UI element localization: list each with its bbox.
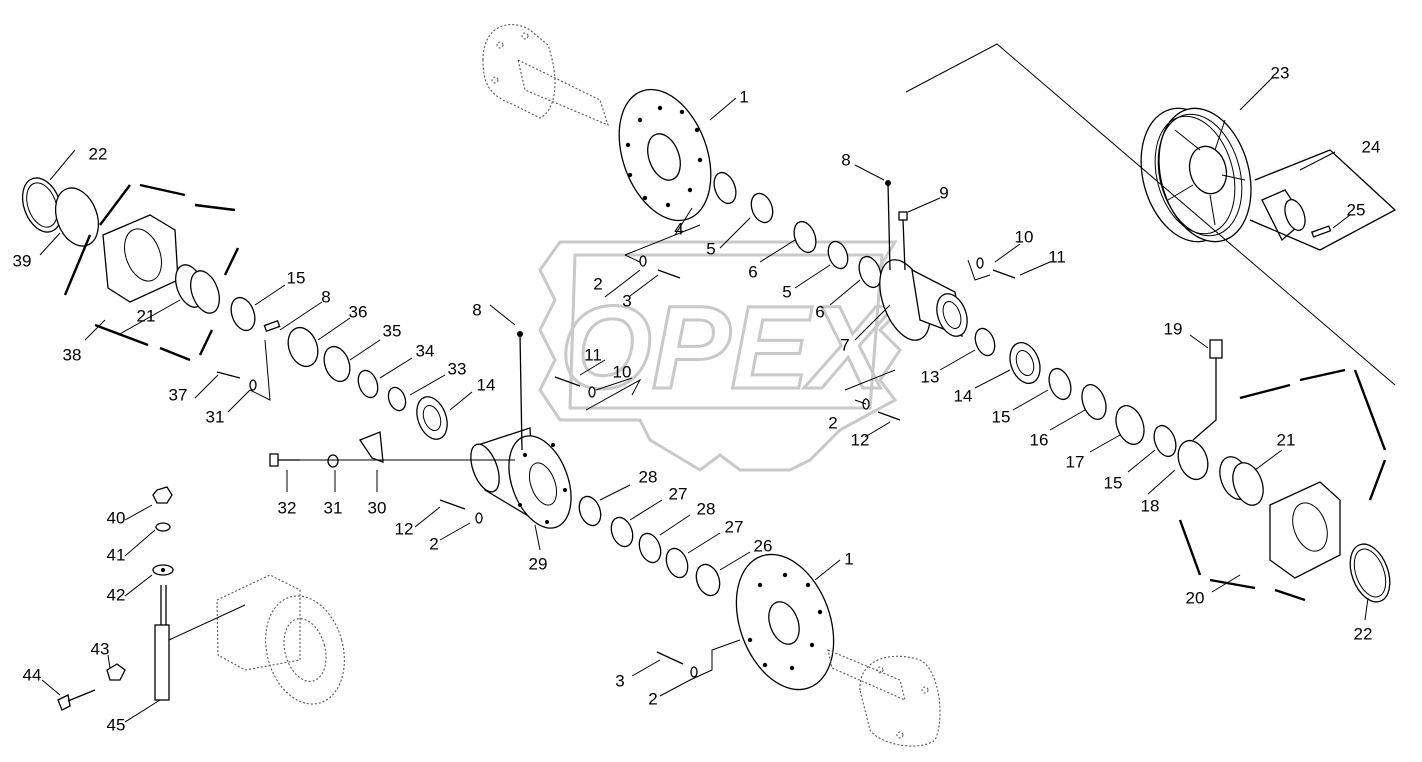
callout-31: 31: [324, 498, 343, 517]
ring-set-bottom: [578, 495, 721, 597]
callout-9: 9: [939, 183, 948, 202]
callout-2: 2: [593, 274, 602, 293]
callout-37: 37: [169, 385, 188, 404]
opex-watermark: OPEX: [538, 240, 902, 472]
callout-35: 35: [383, 321, 402, 340]
hub-housing-left: [470, 427, 572, 529]
callout-45: 45: [107, 715, 126, 734]
callout-27: 27: [669, 484, 688, 503]
callout-labels: 1122223345566788891010111112121314141515…: [13, 63, 1381, 734]
ghost-gearbox: [216, 574, 345, 705]
callout-40: 40: [107, 508, 126, 527]
callout-6: 6: [815, 302, 824, 321]
callout-16: 16: [1030, 430, 1049, 449]
callout-43: 43: [91, 639, 110, 658]
callout-36: 36: [349, 302, 368, 321]
fasteners: [216, 180, 1223, 678]
leader-lines: [39, 77, 1369, 723]
callout-28: 28: [639, 467, 658, 486]
watermark-text: OPEX: [560, 282, 894, 414]
callout-17: 17: [1066, 452, 1085, 471]
seal-stack-left: [230, 296, 448, 440]
callout-30: 30: [368, 498, 387, 517]
callout-44: 44: [23, 665, 42, 684]
bearing-stack-right: [974, 327, 1209, 481]
callout-6: 6: [748, 262, 757, 281]
callout-4: 4: [674, 219, 683, 238]
callout-7: 7: [840, 335, 849, 354]
callout-25: 25: [1347, 200, 1366, 219]
callout-27: 27: [725, 517, 744, 536]
callout-19: 19: [1164, 319, 1183, 338]
callout-2: 2: [429, 534, 438, 553]
callout-10: 10: [613, 362, 632, 381]
snap-ring-left: [21, 177, 100, 247]
callout-29: 29: [529, 554, 548, 573]
callout-39: 39: [13, 251, 32, 270]
callout-31: 31: [206, 407, 225, 426]
callout-8: 8: [472, 300, 481, 319]
callout-18: 18: [1141, 496, 1160, 515]
callout-26: 26: [754, 536, 773, 555]
callout-8: 8: [321, 287, 330, 306]
pulley-wheel: [1140, 107, 1252, 243]
callout-15: 15: [287, 268, 306, 287]
callout-42: 42: [107, 585, 126, 604]
brake-disc-bottom: [735, 553, 835, 691]
callout-10: 10: [1015, 227, 1034, 246]
callout-28: 28: [697, 499, 716, 518]
callout-1: 1: [739, 87, 748, 106]
callout-34: 34: [416, 341, 435, 360]
callout-8: 8: [841, 150, 850, 169]
ghost-shaft-top: [482, 24, 609, 126]
callout-3: 3: [615, 671, 624, 690]
callout-24: 24: [1362, 137, 1381, 156]
callout-23: 23: [1271, 63, 1290, 82]
callout-22: 22: [89, 144, 108, 163]
callout-5: 5: [782, 282, 791, 301]
callout-5: 5: [706, 239, 715, 258]
support-bracket: [57, 486, 174, 711]
callout-33: 33: [448, 359, 467, 378]
callout-15: 15: [992, 407, 1011, 426]
callout-32: 32: [278, 498, 297, 517]
callout-12: 12: [395, 519, 414, 538]
callout-14: 14: [954, 386, 973, 405]
callout-21: 21: [137, 306, 156, 325]
pillow-block-right: [1178, 368, 1387, 602]
pillow-block-left: [63, 183, 240, 362]
ring-set-top: [713, 171, 882, 289]
callout-2: 2: [828, 413, 837, 432]
bearing-insert-left: [175, 264, 220, 314]
callout-3: 3: [622, 291, 631, 310]
callout-41: 41: [107, 545, 126, 564]
taper-bushing: [1249, 149, 1397, 251]
callout-1: 1: [844, 549, 853, 568]
hub-housing-right: [879, 259, 968, 341]
callout-21: 21: [1277, 430, 1296, 449]
callout-14: 14: [477, 375, 496, 394]
callout-11: 11: [1048, 247, 1066, 266]
ghost-shaft-bottom: [827, 649, 941, 747]
callout-11: 11: [584, 345, 602, 364]
callout-12: 12: [851, 430, 870, 449]
reference-line-pulley: [905, 43, 1396, 386]
callout-2: 2: [648, 689, 657, 708]
snap-ring-right: [1349, 543, 1391, 603]
callout-15: 15: [1104, 473, 1123, 492]
callout-22: 22: [1354, 624, 1373, 643]
brake-disc-top: [618, 88, 712, 222]
callout-38: 38: [63, 345, 82, 364]
callout-13: 13: [921, 367, 940, 386]
callout-20: 20: [1186, 588, 1205, 607]
bearing-insert-right: [1219, 456, 1264, 506]
